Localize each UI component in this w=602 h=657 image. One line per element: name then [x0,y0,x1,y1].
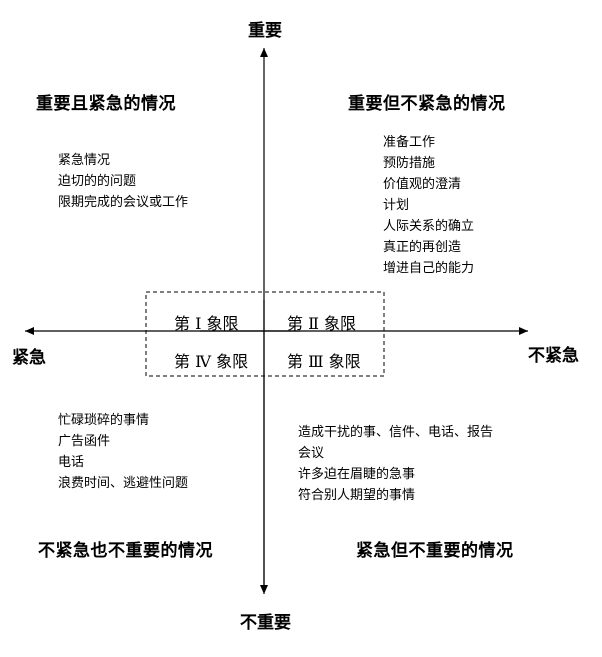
list-item: 会议 [298,446,325,461]
list-item: 计划 [383,198,410,213]
list-item: 增进自己的能力 [383,261,475,276]
quadrant-title-urgent-not-important: 紧急但不重要的情况 [356,541,514,561]
list-item: 紧急情况 [58,153,111,168]
quadrant-label-1: 第 Ⅰ 象限 [174,314,239,333]
list-item: 忙碌琐碎的事情 [58,413,150,428]
list-item: 造成干扰的事、信件、电话、报告 [298,425,494,440]
axis-label-urgent: 紧急 [12,348,46,368]
list-not-urgent-not-important: 忙碌琐碎的事情 广告函件 电话 浪费时间、逃避性问题 [58,410,188,494]
list-item: 价值观的澄清 [383,177,462,192]
list-item: 浪费时间、逃避性问题 [58,476,189,491]
axis-label-not-important: 不重要 [240,613,291,633]
list-item: 限期完成的会议或工作 [58,195,189,210]
list-important-not-urgent: 准备工作 预防措施 价值观的澄清 计划 人际关系的确立 真正的再创造 增进自己的… [383,132,474,279]
quadrant-title-important-not-urgent: 重要但不紧急的情况 [348,94,506,114]
list-item: 广告函件 [58,434,111,449]
quadrant-title-not-urgent-not-important: 不紧急也不重要的情况 [38,541,213,561]
quadrant-label-3: 第 Ⅲ 象限 [287,352,361,371]
quadrant-title-important-urgent: 重要且紧急的情况 [36,94,176,114]
list-item: 符合别人期望的事情 [298,488,416,503]
list-item: 真正的再创造 [383,240,462,255]
list-item: 迫切的的问题 [58,174,137,189]
list-item: 准备工作 [383,135,436,150]
list-item: 电话 [58,455,85,470]
quadrant-label-2: 第 Ⅱ 象限 [287,314,357,333]
list-urgent-not-important: 造成干扰的事、信件、电话、报告 会议 许多迫在眉睫的急事 符合别人期望的事情 [298,422,493,506]
quadrant-box [145,291,385,377]
list-item: 许多迫在眉睫的急事 [298,467,416,482]
quadrant-label-4: 第 Ⅳ 象限 [174,352,249,371]
axis-label-important: 重要 [248,21,282,41]
list-item: 人际关系的确立 [383,219,475,234]
list-important-urgent: 紧急情况 迫切的的问题 限期完成的会议或工作 [58,150,188,213]
axis-label-not-urgent: 不紧急 [528,346,579,366]
list-item: 预防措施 [383,156,436,171]
